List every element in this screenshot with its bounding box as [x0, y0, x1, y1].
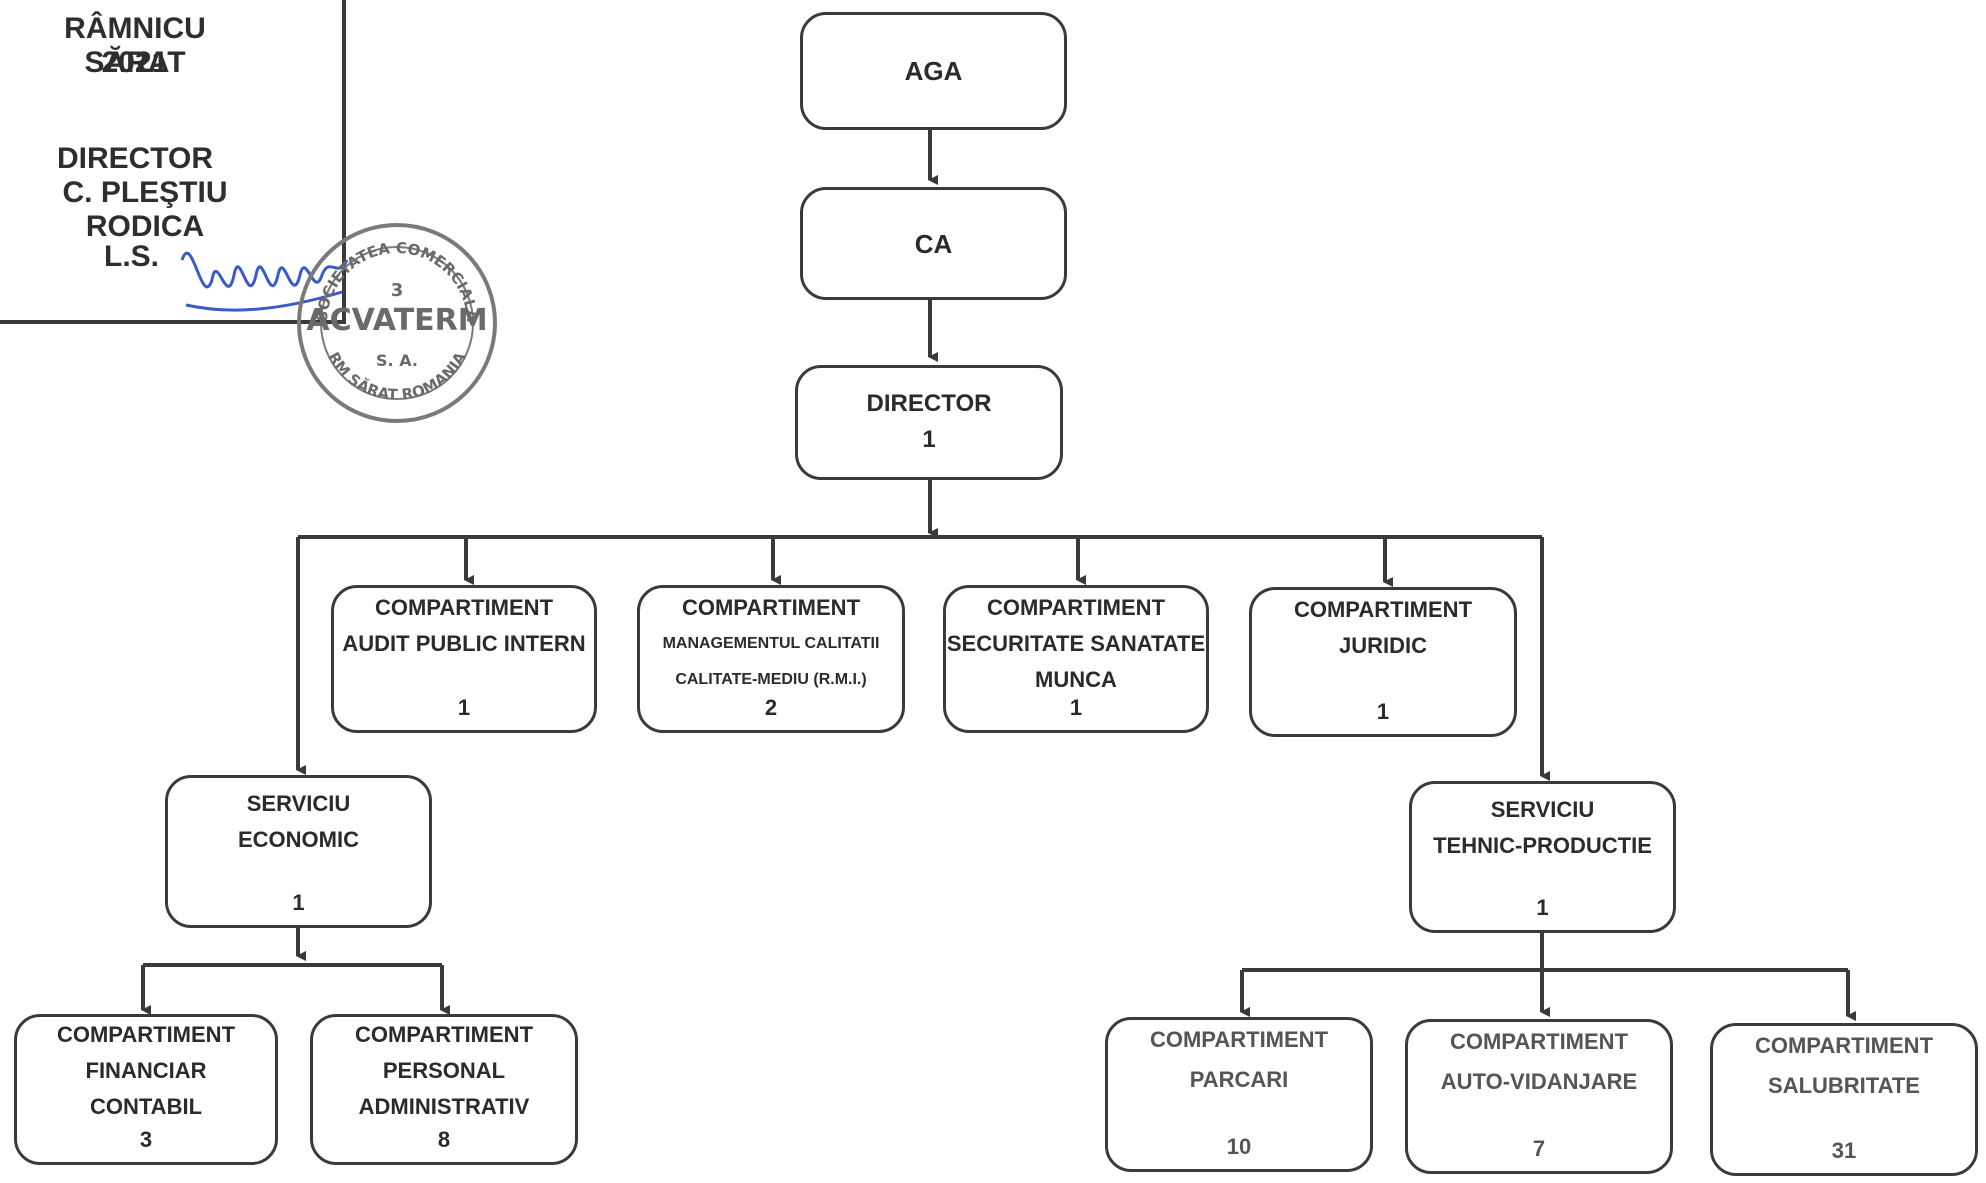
node-tehnic-count: 1	[1536, 895, 1549, 920]
node-tehnic-line: TEHNIC-PRODUCTIE	[1433, 833, 1652, 858]
node-economic-count: 1	[292, 890, 305, 915]
node-calitate-line1: MANAGEMENTUL CALITATII	[662, 635, 880, 652]
node-calitate-count: 2	[764, 695, 778, 720]
node-parcari: COMPARTIMENT PARCARI 10	[1105, 1017, 1373, 1172]
node-vidanjare-line: AUTO-VIDANJARE	[1440, 1069, 1638, 1094]
node-financiar-line2: CONTABIL	[89, 1094, 203, 1119]
node-securitate-count: 1	[1069, 695, 1083, 720]
node-calitate-title: COMPARTIMENT	[681, 595, 861, 620]
node-securitate: COMPARTIMENT SECURITATE SANATATE MUNCA 1	[943, 585, 1209, 733]
node-financiar-title: COMPARTIMENT	[56, 1022, 236, 1047]
node-ca-label: CA	[914, 229, 953, 259]
node-parcari-count: 10	[1226, 1134, 1252, 1159]
node-juridic: COMPARTIMENT JURIDIC 1	[1249, 587, 1517, 737]
node-vidanjare-title: COMPARTIMENT	[1449, 1029, 1629, 1054]
ls-label: L.S.	[104, 240, 160, 273]
node-salubritate-title: COMPARTIMENT	[1754, 1033, 1934, 1058]
node-economic-title: SERVICIU	[246, 791, 351, 816]
node-vidanjare: COMPARTIMENT AUTO-VIDANJARE 7	[1405, 1019, 1673, 1174]
node-vidanjare-count: 7	[1532, 1136, 1546, 1161]
node-securitate-title: COMPARTIMENT	[986, 595, 1166, 620]
node-aga-label: AGA	[904, 56, 963, 86]
node-audit-title: COMPARTIMENT	[374, 595, 554, 620]
node-parcari-line: PARCARI	[1189, 1067, 1289, 1092]
node-tehnic: SERVICIU TEHNIC-PRODUCTIE 1	[1409, 781, 1676, 933]
node-audit-line: AUDIT PUBLIC INTERN	[342, 631, 586, 656]
node-audit-count: 1	[457, 695, 471, 720]
node-personal-line1: PERSONAL	[382, 1058, 506, 1083]
node-financiar-line1: FINANCIAR	[85, 1058, 207, 1083]
node-salubritate: COMPARTIMENT SALUBRITATE 31	[1710, 1023, 1978, 1176]
node-financiar: COMPARTIMENT FINANCIAR CONTABIL 3	[14, 1014, 278, 1165]
node-personal-title: COMPARTIMENT	[354, 1022, 534, 1047]
svg-text:S. A.: S. A.	[376, 351, 418, 370]
node-director-label: DIRECTOR	[866, 390, 992, 417]
node-salubritate-line: SALUBRITATE	[1768, 1073, 1920, 1098]
node-juridic-count: 1	[1376, 699, 1390, 724]
node-securitate-line1: SECURITATE SANATATE	[946, 631, 1206, 656]
node-economic-line: ECONOMIC	[238, 827, 359, 852]
node-economic: SERVICIU ECONOMIC 1	[165, 775, 432, 928]
node-parcari-title: COMPARTIMENT	[1149, 1027, 1329, 1052]
header-frame-line	[0, 0, 346, 324]
node-calitate: COMPARTIMENT MANAGEMENTUL CALITATII CALI…	[637, 585, 905, 733]
node-salubritate-count: 31	[1831, 1138, 1857, 1163]
node-director-count: 1	[922, 426, 936, 453]
svg-text:ACVATERM: ACVATERM	[306, 303, 487, 338]
node-aga: AGA	[800, 12, 1067, 130]
year-label: 2021	[101, 46, 169, 79]
svg-text:3: 3	[391, 280, 404, 301]
director-name-label: C. PLEŞTIU RODICA	[62, 176, 228, 243]
node-tehnic-title: SERVICIU	[1490, 797, 1595, 822]
node-director: DIRECTOR 1	[795, 365, 1063, 480]
node-financiar-count: 3	[139, 1127, 153, 1152]
node-juridic-title: COMPARTIMENT	[1293, 597, 1473, 622]
node-securitate-line2: MUNCA	[1035, 667, 1117, 692]
node-audit: COMPARTIMENT AUDIT PUBLIC INTERN 1	[331, 585, 597, 733]
node-calitate-line2: CALITATE-MEDIU (R.M.I.)	[675, 671, 867, 688]
node-juridic-line: JURIDIC	[1338, 633, 1427, 658]
node-personal-line2: ADMINISTRATIV	[358, 1094, 530, 1119]
node-ca: CA	[800, 187, 1067, 300]
node-personal-count: 8	[437, 1127, 451, 1152]
city-label: RÂMNICU SĂRAT	[64, 12, 206, 79]
signature	[180, 251, 349, 312]
node-personal: COMPARTIMENT PERSONAL ADMINISTRATIV 8	[310, 1014, 578, 1165]
company-stamp: SOCIETATEA COMERCIALA 3 ACVATERM S. A. R…	[297, 223, 497, 423]
director-title-label: DIRECTOR	[56, 142, 214, 175]
